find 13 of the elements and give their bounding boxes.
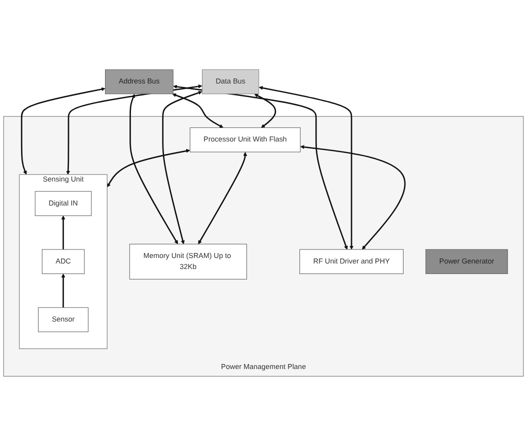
arrow: [106, 148, 190, 187]
arrow: [61, 215, 66, 250]
arrow: [300, 144, 406, 250]
arrow: [20, 86, 106, 174]
arrow: [162, 90, 202, 244]
arrow: [173, 84, 348, 250]
arrow: [61, 273, 66, 308]
arrow: [198, 152, 248, 244]
arrow: [172, 92, 224, 128]
arrow: [254, 93, 276, 128]
arrow: [130, 94, 178, 244]
arrow: [258, 86, 354, 250]
arrow: [66, 84, 202, 174]
